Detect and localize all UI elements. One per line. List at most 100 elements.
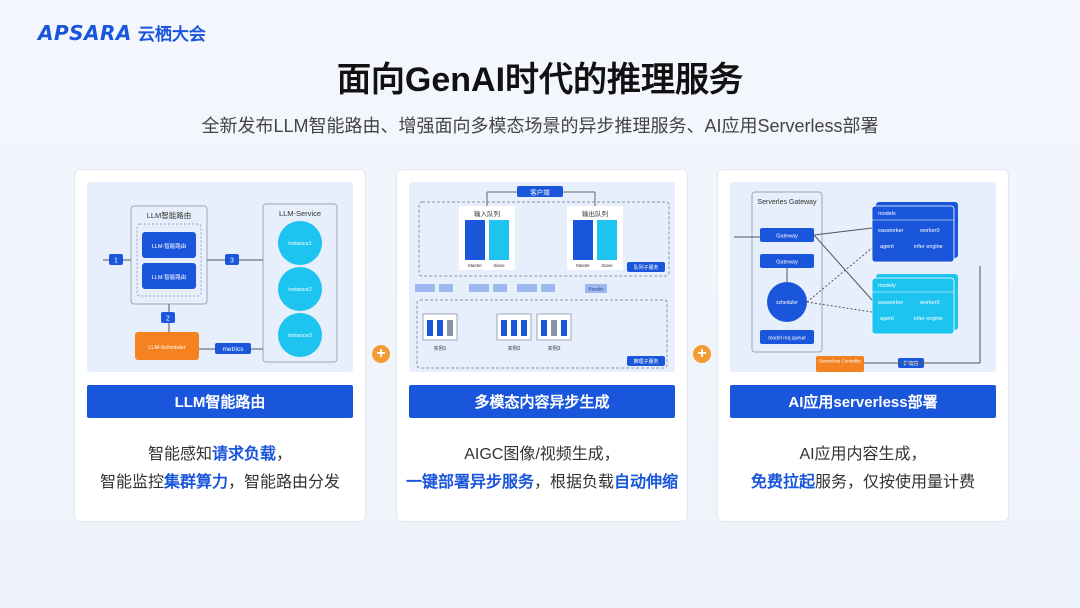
service-group <box>262 203 338 363</box>
output-slave <box>597 220 617 260</box>
inst-3-bar <box>541 320 547 336</box>
client-box <box>517 186 563 197</box>
serverless-svg: Serverles Gateway Gateway Gateway schedu… <box>734 191 981 372</box>
ping-tag-3 <box>541 284 555 292</box>
gateway-group <box>751 191 823 353</box>
page-subtitle: 全新发布LLM智能路由、增强面向多模态场景的异步推理服务、AI应用Serverl… <box>201 116 879 136</box>
conn-sched-x <box>806 247 873 303</box>
async-svg: 客户端 输入队列 Master Slave 输出队列 Master Slave … <box>415 186 670 369</box>
inst-2-bar <box>511 320 517 336</box>
desc-highlight: 自动伸缩 <box>614 474 679 491</box>
instance-1 <box>278 221 322 265</box>
input-master <box>465 220 485 260</box>
instance-1-label: instance1 <box>288 241 312 247</box>
desc-async-generation: AIGC图像/视频生成， 一键部署异步服务，根据负载自动伸缩 <box>397 441 687 497</box>
modely-easworker: easworker <box>878 300 904 306</box>
queue-service-label: 队列子服务 <box>633 264 658 271</box>
ping-tag-1 <box>439 284 453 292</box>
desc-text: AI应用内容生成， <box>799 446 927 463</box>
router-title: LLM智能路由 <box>147 210 192 220</box>
input-master-label: Master <box>468 263 482 268</box>
controller-label: Serverless Controller <box>819 359 862 364</box>
instance-2 <box>278 267 322 311</box>
inst-2-bar <box>521 320 527 336</box>
gateway-2 <box>760 254 814 268</box>
banner-serverless: AI应用serverless部署 <box>730 385 996 418</box>
metrics-badge <box>215 343 251 354</box>
watch-tag-1 <box>415 284 435 292</box>
plus-icon: + <box>372 345 390 363</box>
gateway-title: Serverles Gateway <box>757 199 817 206</box>
model-req-queue <box>760 330 814 344</box>
diagram-serverless: Serverles Gateway Gateway Gateway schedu… <box>730 182 996 372</box>
output-queue-label: 输出队列 <box>582 209 608 218</box>
inst-3-label: 实例3 <box>548 345 561 352</box>
banner-async-generation: 多模态内容异步生成 <box>409 385 675 418</box>
inst-3-bar <box>551 320 557 336</box>
client-label: 客户端 <box>530 188 550 197</box>
inst-1-label: 实例1 <box>434 345 447 352</box>
queue-group <box>418 201 670 277</box>
instance-3-label: instance3 <box>288 333 312 339</box>
llm-scheduler-label: LLM-Scheduler <box>148 345 185 351</box>
llm-routing-svg: LLM智能路由 LLM-智能路由 LLM-智能路由 LLM-Service in… <box>103 203 338 363</box>
inst-2-bar <box>501 320 507 336</box>
logo-en: APSARA <box>38 20 132 45</box>
modelx-easworker: easworker <box>878 228 904 234</box>
step-2-badge <box>161 312 175 323</box>
output-slave-label: Slave <box>601 263 613 268</box>
diagram-llm-routing: LLM智能路由 LLM-智能路由 LLM-智能路由 LLM-Service in… <box>87 182 353 372</box>
gateway-1-label: Gateway <box>776 234 798 240</box>
desc-highlight: 集群算力 <box>163 474 228 491</box>
inst-1-bar <box>447 320 453 336</box>
router-box-1-label: LLM-智能路由 <box>152 242 187 250</box>
desc-text: ，智能路由分发 <box>228 474 341 491</box>
modelx-agent: agent <box>880 244 894 250</box>
watch-tag-2 <box>469 284 489 292</box>
logo-cn: 云栖大会 <box>137 25 206 44</box>
modelx-engine: infer engine <box>914 244 943 250</box>
instance-3 <box>278 313 322 357</box>
service-label: 推理子服务 <box>633 358 658 365</box>
desc-text: AIGC图像/视频生成， <box>464 446 620 463</box>
step-2: 2 <box>166 316 170 323</box>
step-3-badge <box>225 254 239 265</box>
output-master-label: Master <box>576 263 590 268</box>
queue-service-badge <box>627 262 665 272</box>
page-title: 面向GenAI时代的推理服务 <box>336 61 744 99</box>
controller-box <box>816 356 864 372</box>
desc-llm-routing: 智能感知请求负载， 智能监控集群算力，智能路由分发 <box>75 441 365 497</box>
modely-worker0: worker0 <box>919 300 940 306</box>
gateway-1 <box>760 228 814 242</box>
conn-gw1-y <box>813 234 873 301</box>
desc-serverless: AI应用内容生成， 免费拉起服务，仅按使用量计费 <box>718 441 1008 497</box>
llm-scheduler-box <box>135 332 199 360</box>
scheduler-label: scheduler <box>776 300 798 306</box>
desc-text: ， <box>276 446 293 463</box>
desc-highlight: 请求负载 <box>211 446 276 463</box>
scheduler-circle <box>767 282 807 322</box>
step-1: 1 <box>114 258 118 265</box>
modely-engine: infer engine <box>914 316 943 322</box>
router-inner <box>136 223 202 297</box>
desc-text: 智能监控 <box>99 474 164 491</box>
metrics-label: metrics <box>223 346 245 353</box>
results-tag <box>585 284 607 293</box>
conn-sched-y <box>806 301 873 313</box>
service-badge <box>627 356 665 366</box>
router-box-2-label: LLM-智能路由 <box>152 273 187 281</box>
router-box-1 <box>142 232 196 258</box>
inst-1-bar <box>427 320 433 336</box>
card-llm-routing: LLM智能路由 LLM-智能路由 LLM-智能路由 LLM-Service in… <box>74 169 366 522</box>
banner-llm-routing: LLM智能路由 <box>87 385 353 418</box>
desc-text: 智能感知 <box>147 446 212 463</box>
desc-highlight: 一键部署异步服务 <box>405 474 534 491</box>
model-req-queue-label: model req queue <box>768 336 806 342</box>
inst-3-bar <box>561 320 567 336</box>
diagram-async: 客户端 输入队列 Master Slave 输出队列 Master Slave … <box>409 182 675 372</box>
input-slave <box>489 220 509 260</box>
step-3: 3 <box>230 258 234 265</box>
input-slave-label: Slave <box>493 263 505 268</box>
desc-highlight: 免费拉起 <box>750 474 815 491</box>
modely-label: modely <box>878 283 896 289</box>
